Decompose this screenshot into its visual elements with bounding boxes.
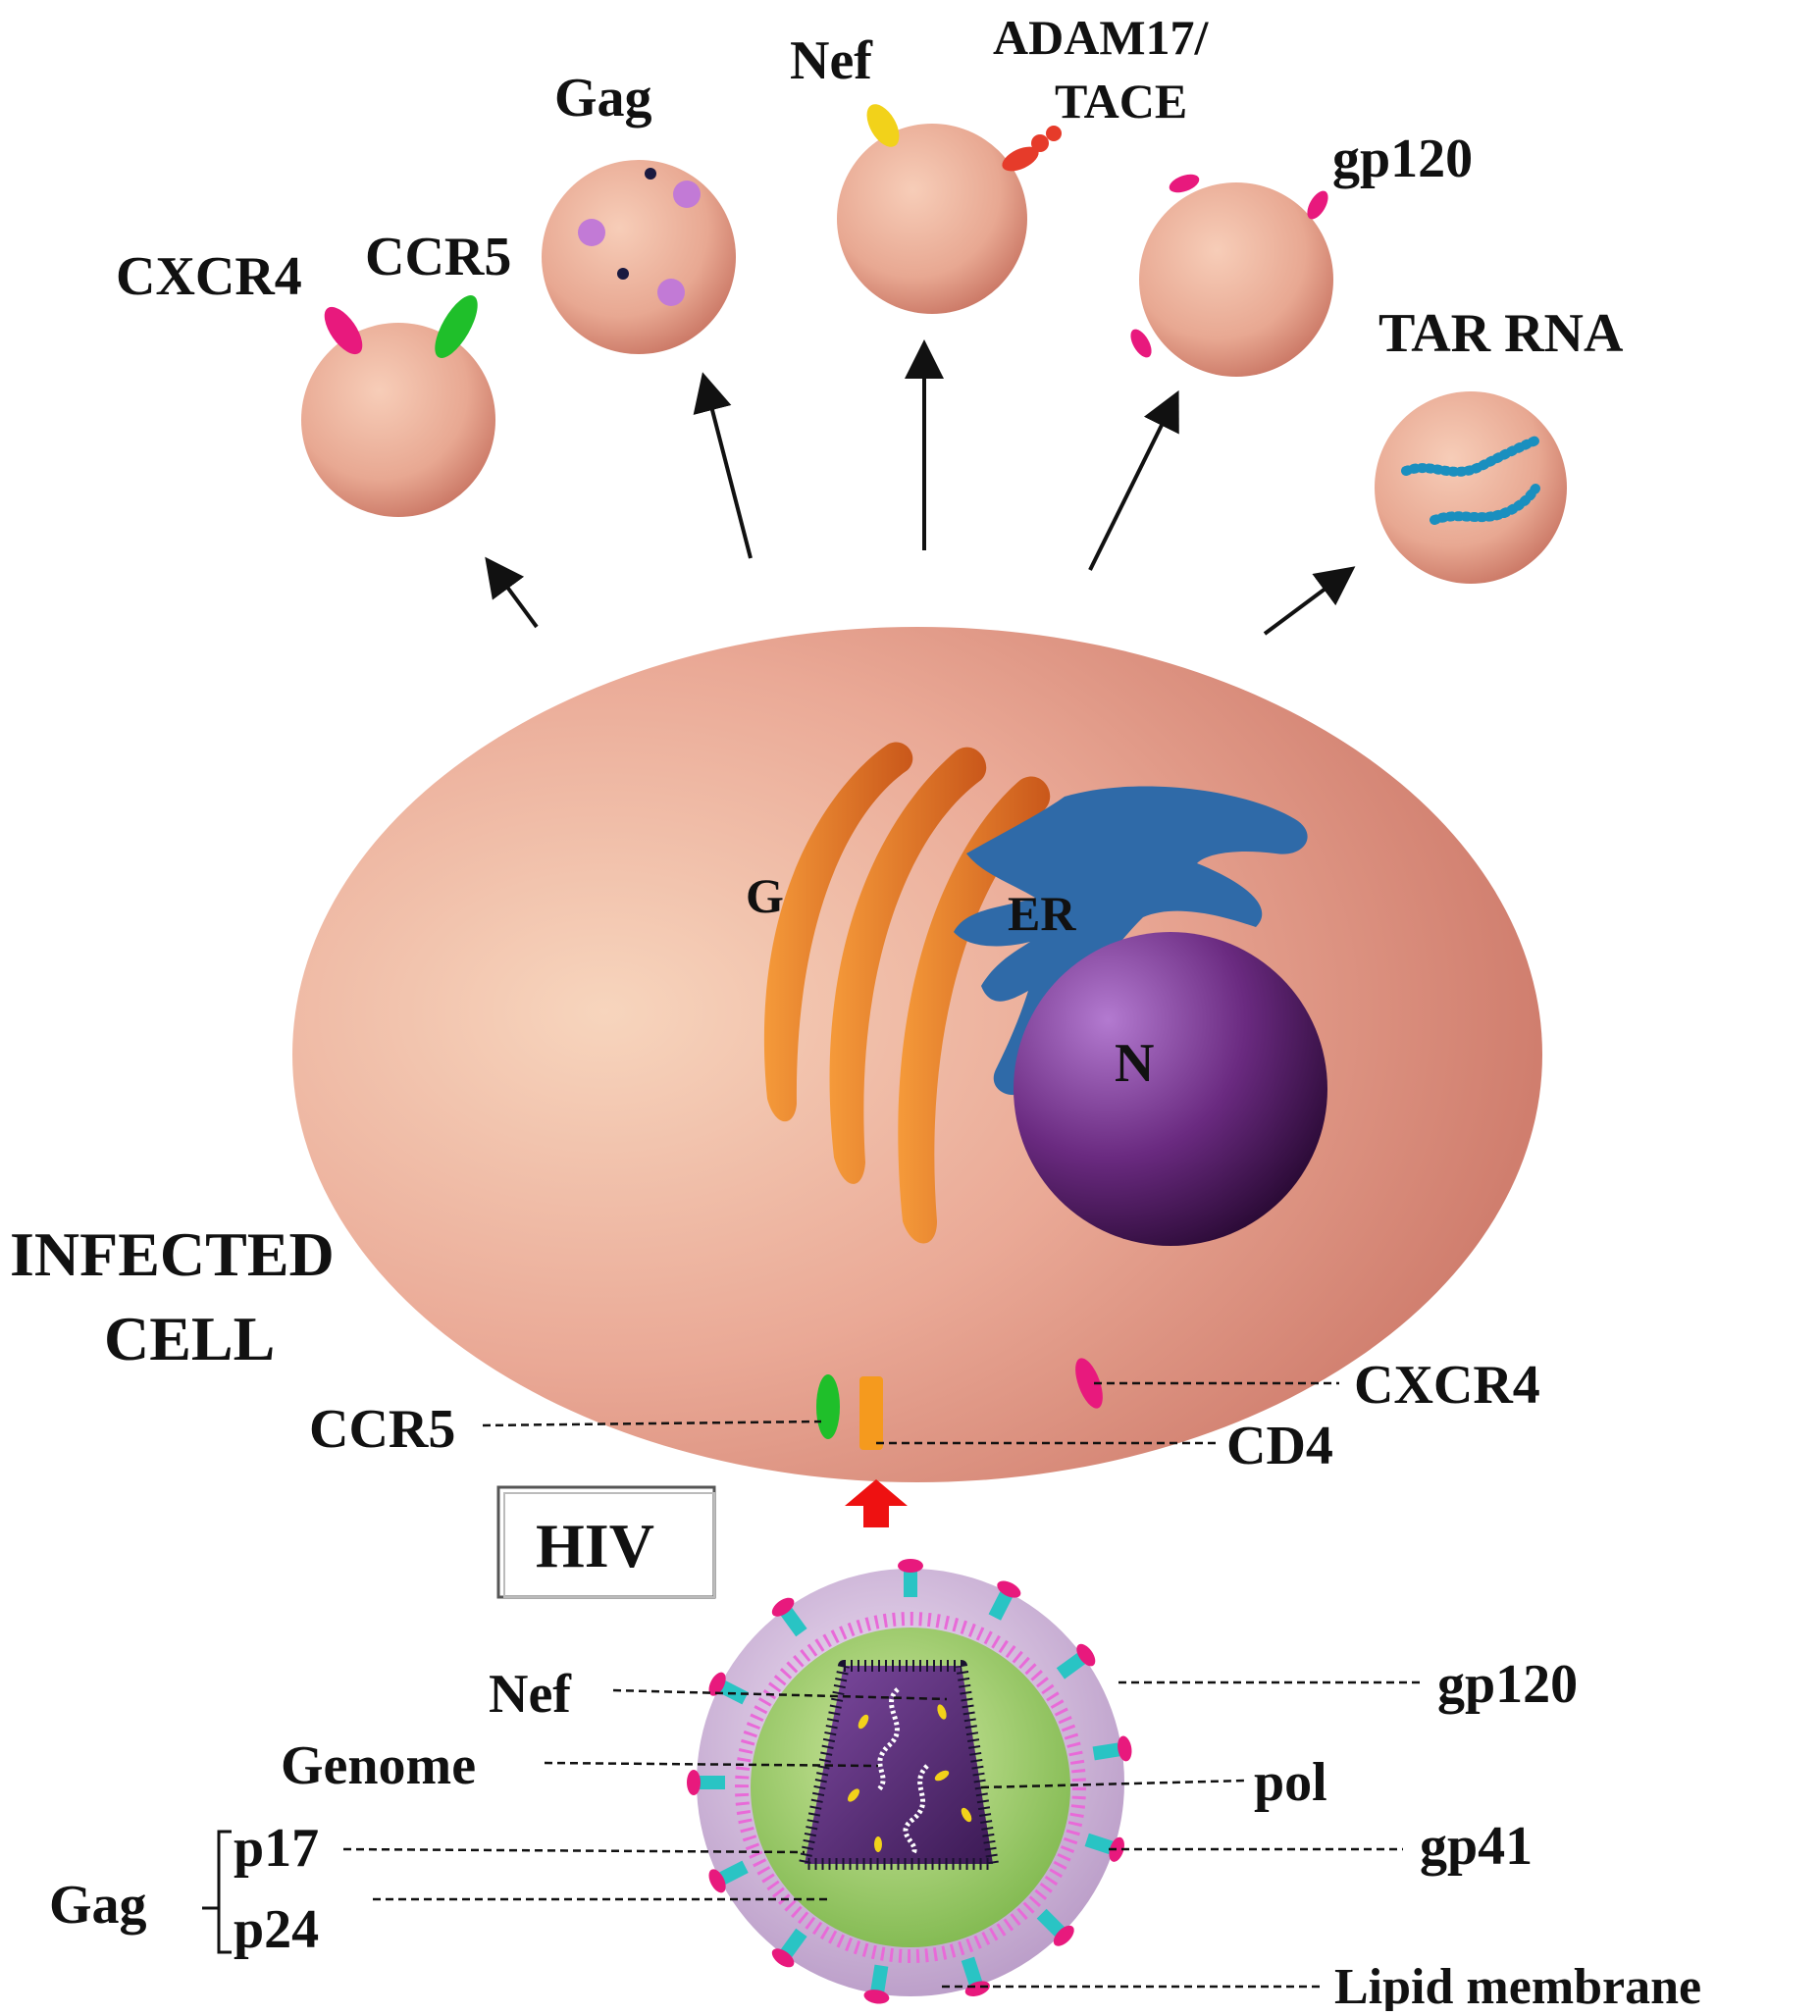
gag-protein-icon <box>657 279 685 306</box>
label-virus-genome: Genome <box>281 1735 476 1796</box>
vesicle-body <box>837 124 1027 314</box>
label-ccr5: CCR5 <box>365 227 511 287</box>
gag-protein-icon <box>578 219 605 246</box>
cell-title-line2: CELL <box>104 1304 275 1373</box>
arrow <box>693 372 753 559</box>
vesicle-body <box>301 323 495 517</box>
spike-icon <box>1036 1908 1074 1946</box>
spike-icon <box>687 1770 725 1795</box>
spike-icon <box>988 1580 1021 1621</box>
vesicle-gp120: gp120 <box>1130 129 1473 377</box>
label-golgi: G <box>746 868 784 923</box>
label-virus-p17: p17 <box>234 1818 319 1879</box>
genome-strand-icon <box>903 1764 929 1856</box>
pol-enzymes <box>848 1704 972 1852</box>
vesicle-body <box>1139 182 1333 377</box>
cxcr4-receptor-icon <box>324 306 363 355</box>
adam17-protein-icon <box>1002 126 1062 172</box>
gag-bracket <box>202 1830 232 1954</box>
dot-icon <box>617 268 629 280</box>
cell-title-line1: INFECTED <box>10 1219 335 1289</box>
label-virus-gag: Gag <box>49 1875 147 1936</box>
vesicle-body <box>1375 391 1567 584</box>
genome-strand-icon <box>876 1687 900 1792</box>
entry-arrow-icon <box>845 1479 908 1527</box>
cd4-receptor-icon <box>859 1376 883 1450</box>
ccr5-receptor-icon <box>816 1374 840 1439</box>
cxcr4-receptor-icon <box>1075 1358 1103 1409</box>
spike-icon <box>1056 1643 1096 1680</box>
spike-icon <box>771 1928 807 1968</box>
arrow <box>1263 566 1356 636</box>
spike-icon <box>1092 1735 1132 1762</box>
vesicle-body <box>542 160 736 354</box>
cell-leader-lines <box>482 1381 1339 1445</box>
dot-icon <box>645 168 656 180</box>
gp120-spike-icon <box>1130 329 1152 358</box>
label-virus-lipid-membrane: Lipid membrane <box>1334 1959 1701 2011</box>
gag-protein-icon <box>673 181 701 208</box>
label-virus-nef: Nef <box>489 1664 572 1725</box>
label-er: ER <box>1008 886 1076 941</box>
spike-icon <box>771 1597 807 1637</box>
nucleus <box>1014 932 1327 1246</box>
gp120-spike-icon <box>1169 174 1200 193</box>
label-tar-rna: TAR RNA <box>1378 303 1624 364</box>
vesicle-nef: Nef ADAM17/ TACE <box>790 10 1210 314</box>
gp120-spike-icon <box>1307 190 1328 220</box>
golgi-apparatus <box>763 742 1051 1244</box>
vesicle-receptors: CXCR4 CCR5 <box>116 227 511 517</box>
spike-icon <box>961 1956 990 1996</box>
label-gp120: gp120 <box>1332 129 1473 189</box>
release-arrows <box>485 339 1356 636</box>
envelope-spikes <box>687 1559 1132 2004</box>
label-cell-cd4: CD4 <box>1226 1416 1333 1476</box>
label-virus-pol: pol <box>1254 1752 1327 1813</box>
rna-strand-icon <box>1401 435 1543 477</box>
spike-icon <box>863 1964 890 2004</box>
label-gag: Gag <box>554 68 652 129</box>
lipid-membrane <box>735 1612 1086 1963</box>
rna-strand-icon <box>1430 484 1540 525</box>
nef-protein-icon <box>866 104 900 147</box>
label-nucleus: N <box>1115 1033 1154 1094</box>
label-tace: TACE <box>1055 74 1187 129</box>
label-cell-cxcr4: CXCR4 <box>1354 1355 1540 1416</box>
virus-leader-lines <box>342 1680 1423 1989</box>
label-cxcr4: CXCR4 <box>116 246 302 307</box>
spike-icon <box>708 1860 749 1893</box>
arrow <box>485 556 539 629</box>
hiv-virion <box>687 1559 1132 2004</box>
vesicle-tar-rna: TAR RNA <box>1375 303 1624 584</box>
label-hiv: HIV <box>536 1511 654 1580</box>
label-nef: Nef <box>790 30 873 91</box>
label-adam17: ADAM17/ <box>993 10 1210 65</box>
vesicle-gag: Gag <box>542 68 736 354</box>
label-virus-gp41: gp41 <box>1420 1816 1533 1877</box>
hiv-label-box: HIV <box>496 1485 716 1599</box>
label-virus-gp120: gp120 <box>1437 1654 1578 1715</box>
infected-cell: G ER N <box>292 627 1542 1482</box>
arrow <box>1088 389 1179 571</box>
label-virus-p24: p24 <box>234 1899 319 1960</box>
label-cell-ccr5: CCR5 <box>309 1399 455 1460</box>
spike-icon <box>898 1559 923 1597</box>
spike-icon <box>1084 1833 1124 1862</box>
ccr5-receptor-icon <box>435 295 478 358</box>
